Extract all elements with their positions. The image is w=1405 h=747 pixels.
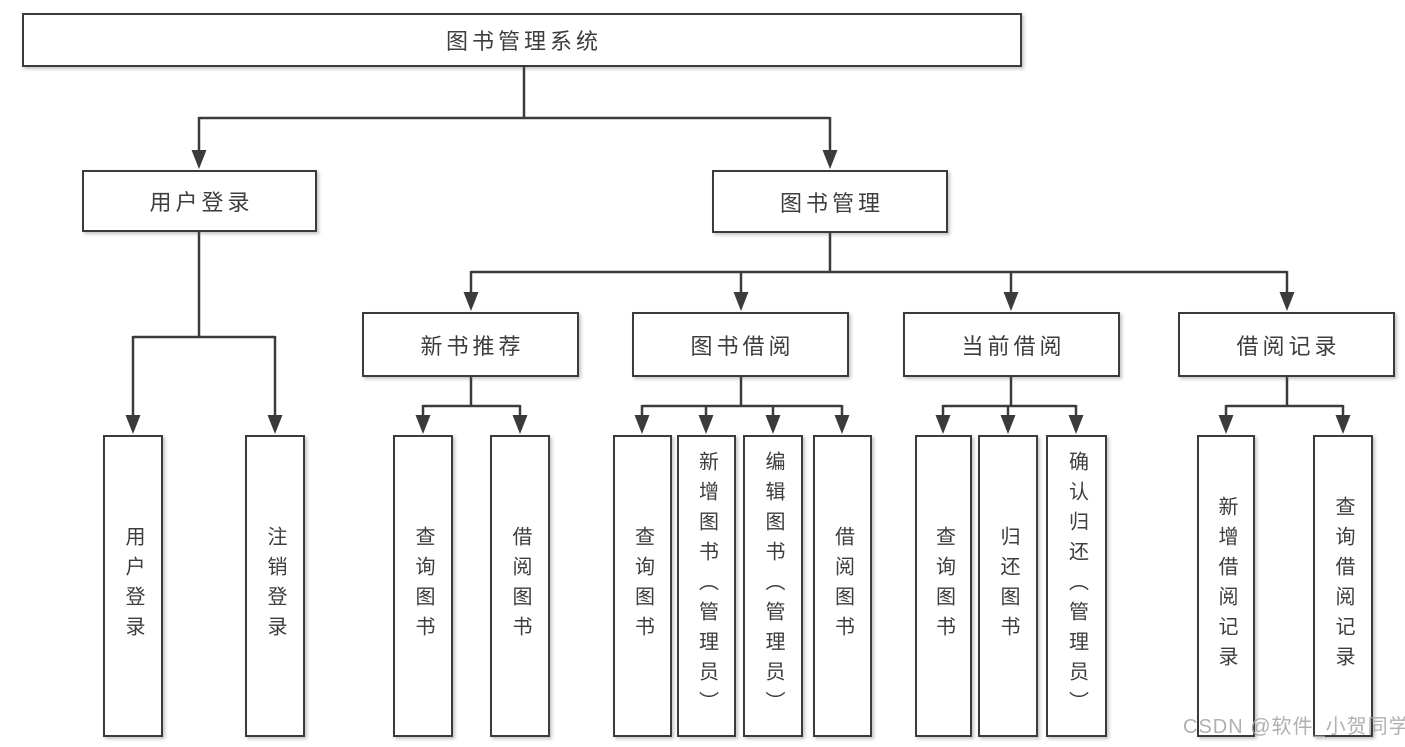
leaf-logout-login: 注销登录 [245, 435, 305, 737]
leaf-return-books: 归还图书 [978, 435, 1038, 737]
connector-arrowheads [125, 150, 1351, 434]
leaf-query-books-current: 查询图书 [915, 435, 972, 737]
leaf-confirm-return-admin: 确认归还（管理员） [1046, 435, 1107, 737]
node-new-book-recommendation: 新书推荐 [362, 312, 579, 377]
node-root: 图书管理系统 [22, 13, 1022, 67]
leaf-user-login: 用户登录 [103, 435, 163, 737]
watermark: CSDN @软件_小贺同学 [1183, 716, 1405, 738]
leaf-query-books-borrowing: 查询图书 [613, 435, 672, 737]
leaf-borrow-books-recommend: 借阅图书 [490, 435, 550, 737]
leaf-query-borrow-record: 查询借阅记录 [1313, 435, 1373, 737]
leaf-add-borrow-record: 新增借阅记录 [1197, 435, 1255, 737]
leaf-edit-book-admin: 编辑图书（管理员） [743, 435, 803, 737]
leaf-borrow-books-borrowing: 借阅图书 [813, 435, 872, 737]
leaf-query-books-recommend: 查询图书 [393, 435, 453, 737]
leaf-add-book-admin: 新增图书（管理员） [677, 435, 736, 737]
node-user-login: 用户登录 [82, 170, 317, 232]
node-current-borrowing: 当前借阅 [903, 312, 1120, 377]
node-book-management: 图书管理 [712, 170, 948, 233]
node-book-borrowing: 图书借阅 [632, 312, 849, 377]
node-borrowing-records: 借阅记录 [1178, 312, 1395, 377]
